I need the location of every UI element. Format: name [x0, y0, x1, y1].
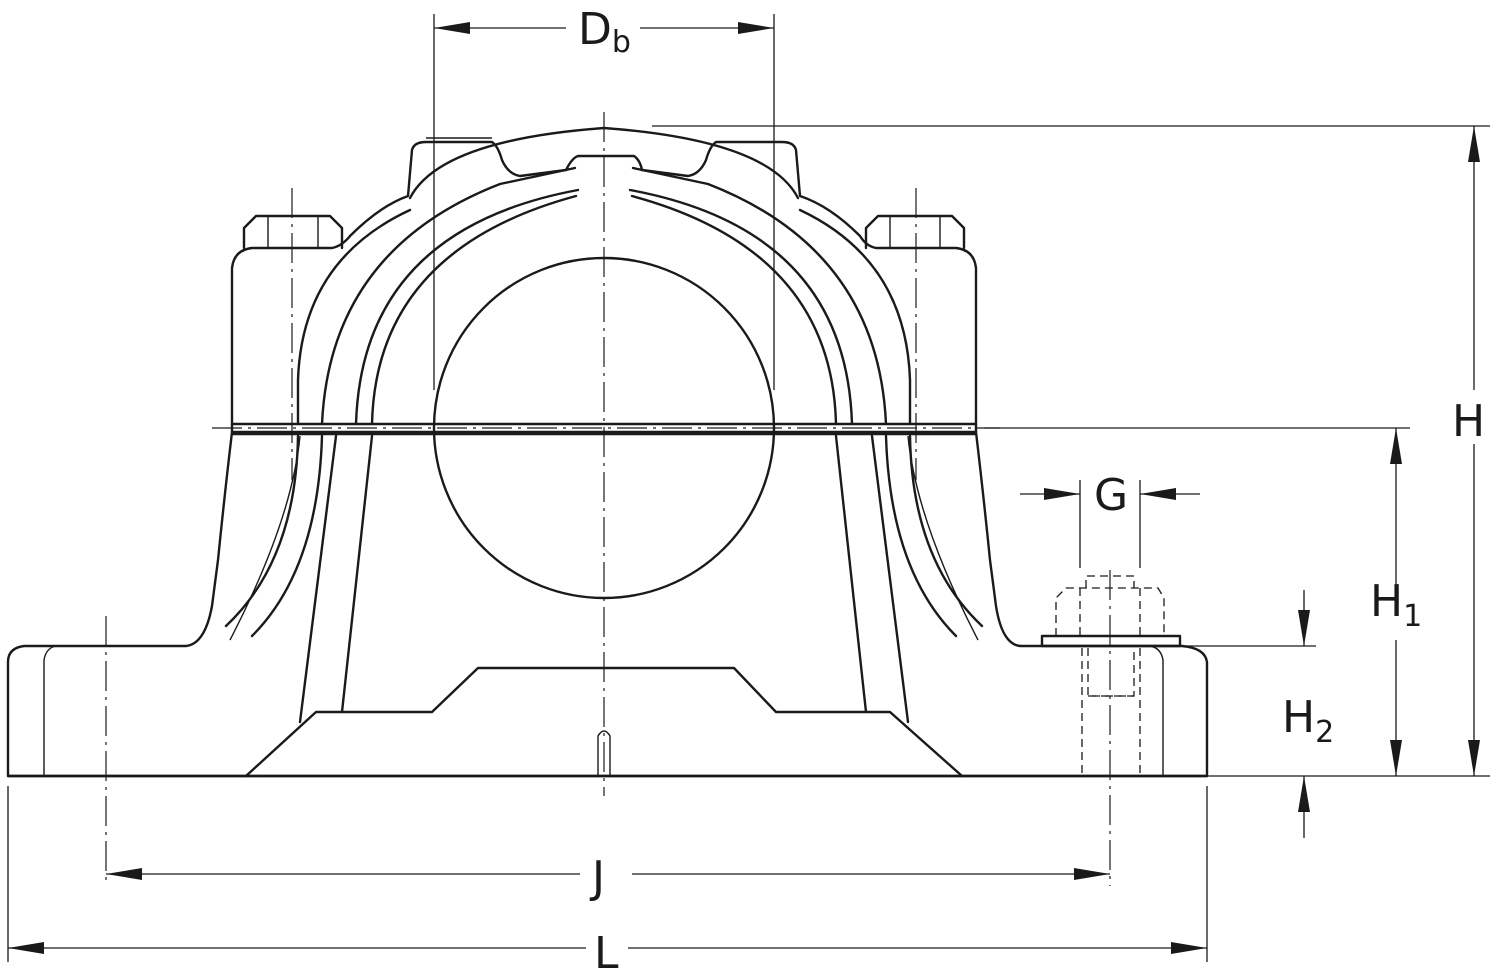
foundation-bolt	[1040, 575, 1182, 776]
label-Db: Db	[578, 4, 631, 60]
label-L: L	[594, 928, 619, 976]
dimension-lines	[7, 14, 1490, 962]
label-G: G	[1094, 470, 1128, 521]
label-H1: H1	[1370, 576, 1422, 634]
housing-base	[6, 430, 1209, 778]
label-H: H	[1452, 396, 1485, 447]
label-H2: H2	[1282, 692, 1334, 750]
label-J: J	[589, 852, 605, 903]
housing-body	[224, 434, 984, 724]
center-lines	[105, 112, 1111, 886]
